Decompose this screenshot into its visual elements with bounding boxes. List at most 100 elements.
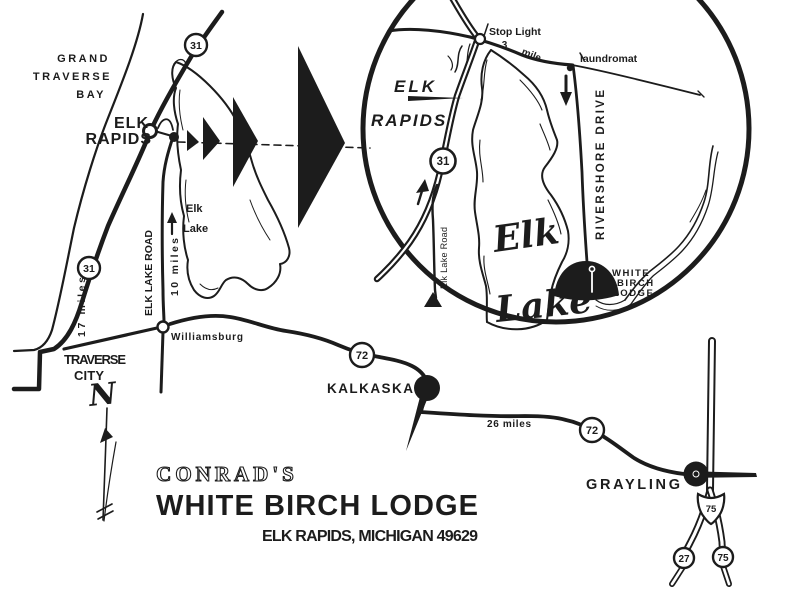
inset-lake-detail-5: [539, 123, 551, 151]
inset-elk-rapids-label-line1: ELK: [394, 77, 437, 96]
stop-light-tick: [483, 23, 489, 37]
traverse-city-label-line2: CITY: [74, 368, 104, 383]
route-72-shield-east-label: 72: [586, 425, 598, 437]
inset-map: 31 Stop Light .3 mile laundromat ELK RAP…: [360, 0, 752, 331]
inset-lake-west-shore: [471, 49, 492, 323]
lodge-location-dot: [169, 132, 179, 142]
williamsburg-label: Williamsburg: [171, 332, 243, 343]
bay-label-line1: GRAND: [57, 53, 110, 65]
pointer-triangle-1: [187, 130, 199, 151]
rivershore-drive-label: RIVERSHORE DRIVE: [595, 90, 607, 240]
us27-continuation-median: [670, 565, 685, 586]
title-address: ELK RAPIDS, MICHIGAN 49629: [262, 528, 478, 545]
inset-route-31-median: [375, 0, 480, 281]
title-block: CONRAD'S WHITE BIRCH LODGE ELK RAPIDS, M…: [156, 461, 478, 545]
elk-lake-outline: [171, 61, 291, 299]
inset-lake-script-line2: Lake: [493, 279, 594, 331]
inset-lake-detail-4: [519, 79, 543, 111]
twenty-six-miles-label: 26 miles: [487, 419, 531, 430]
point-three-label: .3: [499, 40, 508, 51]
inset-31-arrow-head: [416, 179, 429, 193]
elk-lake-detail-2: [184, 179, 190, 223]
elk-rapids-town-marker: [142, 123, 158, 139]
route-72-shield-west: 72: [348, 341, 376, 369]
williamsburg-south-road: [159, 330, 165, 394]
elk-lake-north-tip: [173, 58, 187, 65]
i75-interstate-shield: 75: [696, 492, 726, 526]
title-owner: CONRAD'S: [156, 462, 298, 486]
bay-shoreline: [12, 12, 145, 353]
laundromat-dot: [566, 64, 574, 72]
pointer-triangle-2: [203, 117, 220, 160]
elk-lake-road-label: ELK LAKE ROAD: [143, 230, 155, 316]
inset-elk-river-1: [454, 45, 463, 73]
route-31-shield-south-label: 31: [83, 263, 95, 275]
inset-river-to-lake-2: [595, 303, 632, 311]
bay-label-line2: TRAVERSE: [33, 71, 112, 83]
inset-lake-script-line1: Elk: [489, 210, 561, 261]
stop-light-marker: [473, 32, 487, 46]
north-arrow-fletch-1: [96, 503, 113, 513]
us27-shield: 27: [672, 546, 696, 570]
inset-lake-detail-3: [483, 255, 491, 295]
lodge-label-line1: WHITE: [612, 268, 650, 279]
inset-lake-detail-2: [479, 139, 484, 183]
inset-ew-road-end-tick: [697, 90, 705, 98]
us75-lower-shield-label: 75: [717, 553, 729, 564]
route-31-north-road: [148, 9, 225, 133]
i75-shield-label: 75: [706, 504, 717, 515]
elk-river-loop: [157, 118, 174, 131]
north-arrow: N: [86, 376, 120, 522]
laundromat-tick: [579, 52, 585, 61]
traverse-city-label-line1: TRAVERSE: [64, 352, 126, 367]
us27-shield-label: 27: [678, 554, 690, 565]
north-arrow-mid-barb: [100, 428, 113, 443]
inset-ew-road-west: [387, 27, 472, 39]
north-arrow-fletch-2: [97, 510, 114, 520]
elk-lake-detail-4: [199, 283, 219, 291]
main-map: 31 31 72 72 75 27 75 GRAND TRAVERSE BAY: [11, 9, 757, 587]
seventeen-miles-label: 17 miles: [76, 277, 88, 337]
route-72-shield-west-label: 72: [356, 350, 368, 362]
i75-road-median: [708, 339, 714, 492]
inset-river-to-lake-1: [595, 299, 626, 306]
inset-river-detail: [689, 189, 707, 223]
north-letter: N: [86, 376, 119, 414]
inset-elk-lake-road: [431, 183, 439, 300]
inset-elk-rapids-pointer: [408, 96, 463, 101]
elk-rapids-label-line1: ELK: [114, 115, 149, 132]
grayling-label: GRAYLING: [586, 477, 680, 493]
inset-elk-rapids-label-line2: RAPIDS: [371, 111, 447, 130]
inset-31-arrow-stem: [416, 189, 424, 206]
lodge-label-line3: LODGE: [613, 288, 654, 299]
elk-lake-detail-1: [178, 89, 184, 131]
kalkaska-south-road: [406, 390, 431, 451]
rivershore-arrow-head: [560, 92, 572, 106]
elk-lake-road-main: [160, 135, 175, 324]
us75-lower-shield: 75: [711, 545, 735, 569]
inset-elk-lake-road-label: Elk Lake Road: [439, 227, 449, 289]
inset-river-bank-2: [630, 151, 719, 305]
route-31-shield-south: 31: [76, 255, 102, 281]
kalkaska-label: KALKASKA: [327, 381, 413, 396]
elk-lake-detail-3: [249, 199, 271, 241]
inset-route-31-shield-label: 31: [437, 156, 450, 168]
kalkaska-town-marker: [414, 375, 440, 401]
north-arrow-curve: [103, 441, 117, 522]
tc-williamsburg-road: [62, 326, 159, 351]
inset-rivershore-drive-road: [571, 63, 589, 264]
grayling-town-marker: [683, 461, 709, 487]
inset-lake-bottom: [486, 319, 548, 331]
inset-lake-detail-6: [547, 199, 562, 235]
route-72-east-road: [419, 390, 686, 476]
lodge-pin-head: [588, 265, 596, 273]
inset-route-31-shield: 31: [429, 147, 457, 175]
inset-elk-lake-road-arrow: [424, 292, 442, 307]
inset-river-bank-1: [624, 145, 714, 301]
route-72-west-road: [168, 313, 429, 384]
ten-miles-label: 10 miles: [169, 238, 181, 296]
laundromat-label: laundromat: [580, 53, 638, 65]
inset-route-31-casing: [373, 0, 482, 283]
route-31-shield-north-label: 31: [190, 40, 202, 52]
